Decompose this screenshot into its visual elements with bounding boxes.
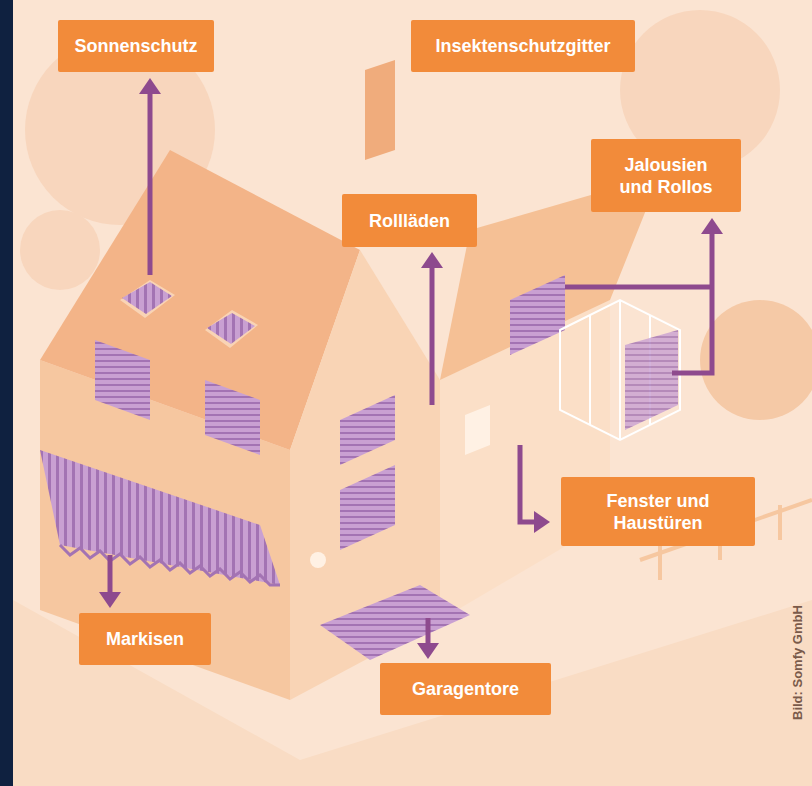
label-text: Insektenschutzgitter [435, 35, 610, 57]
label-text: Sonnenschutz [74, 35, 197, 57]
side-bar [0, 0, 13, 786]
label-box: Rollläden [342, 194, 477, 247]
image-credit: Bild: Somfy GmbH [790, 605, 805, 720]
label-box: Fenster und Haustüren [561, 477, 755, 546]
label-box: Garagentore [380, 663, 551, 715]
label-text: Rollläden [369, 210, 450, 232]
label-box: Insektenschutzgitter [411, 20, 635, 72]
label-box: Markisen [79, 613, 211, 665]
label-text: Markisen [106, 628, 184, 650]
label-text: Jalousien und Rollos [606, 154, 726, 198]
label-text: Fenster und Haustüren [583, 490, 733, 534]
label-box: Sonnenschutz [58, 20, 214, 72]
label-text: Garagentore [412, 678, 519, 700]
label-box: Jalousien und Rollos [591, 139, 741, 212]
